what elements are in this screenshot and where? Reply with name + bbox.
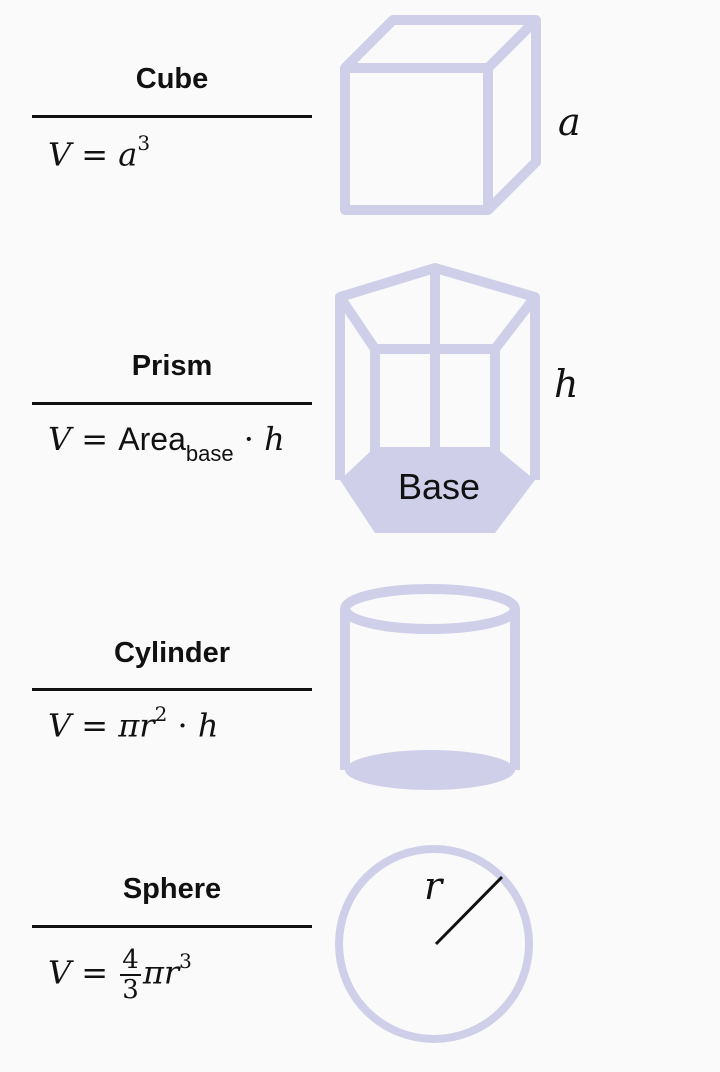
prism-base-label: Base: [398, 466, 481, 507]
cylinder-divider: [32, 688, 312, 691]
sphere-title: Sphere: [122, 873, 222, 905]
sphere-radius-line: [434, 875, 504, 946]
prism-title: Prism: [131, 350, 213, 382]
cube-shape: [340, 15, 541, 215]
cylinder-formula: V = πr2 · h: [48, 702, 219, 745]
sphere-radius-label: r: [424, 864, 443, 908]
cube-edge-label: a: [558, 100, 581, 144]
cube-title: Cube: [135, 63, 209, 95]
cube-formula: V = a3: [48, 131, 151, 174]
sphere-divider: [32, 925, 312, 928]
prism-formula: V = Areabase · h: [48, 420, 285, 467]
cylinder-shape: [340, 584, 520, 790]
prism-height-label: h: [554, 362, 579, 406]
cylinder-title: Cylinder: [113, 637, 231, 669]
cube-divider: [32, 115, 312, 118]
prism-divider: [32, 402, 312, 405]
prism-shape: [335, 263, 540, 533]
